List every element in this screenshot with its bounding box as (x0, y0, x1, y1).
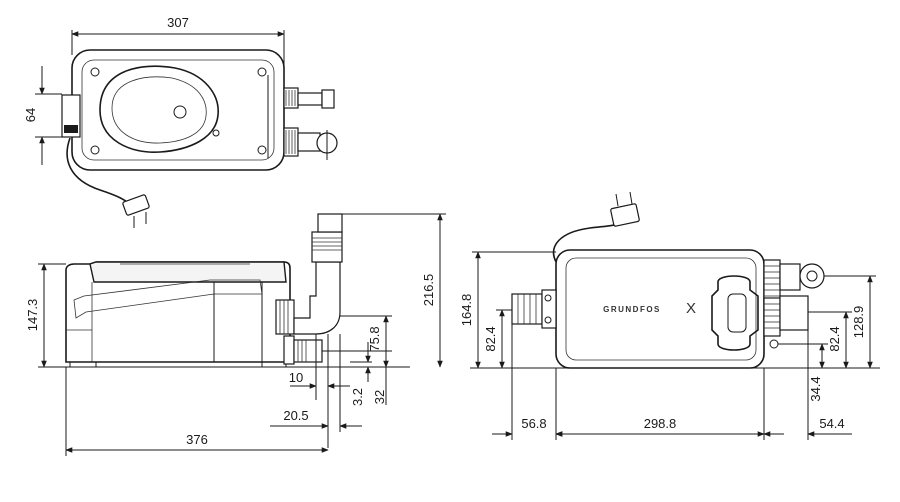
dim-front-54-4: 54.4 (819, 416, 844, 431)
front-view-outlet-fitting (779, 295, 809, 331)
dim-top-height: 64 (23, 108, 38, 122)
dim-side-20-5: 20.5 (283, 408, 308, 423)
screw-icon (90, 145, 100, 155)
front-view-inlet-port (711, 275, 759, 351)
top-view-power-cable (66, 137, 131, 206)
dim-top-width: 307 (167, 15, 189, 30)
dim-side-body-height: 147.3 (25, 299, 40, 332)
side-view-outlet-coupling (311, 231, 343, 263)
top-view-outlet-fitting (297, 92, 323, 106)
top-view-lid-cutout (99, 65, 219, 153)
dim-front-total-height: 164.8 (459, 294, 474, 327)
dim-side-outlet-height-label: 75.8 (367, 326, 382, 351)
dim-side-10: 10 (289, 370, 303, 385)
screw-icon (257, 145, 267, 155)
dim-front-valve-height: 128.9 (851, 306, 866, 339)
side-view-outlet-pipe-top (317, 213, 343, 233)
front-view-plug (610, 203, 640, 227)
side-view: 147.3 216.5 75.8 32 3.2 10 20.5 376 (25, 213, 446, 456)
dim-front-34-4: 34.4 (808, 376, 823, 401)
dim-front-left-inlet-height: 82.4 (483, 326, 498, 351)
dim-front-outlet-height: 82.4 (827, 326, 842, 351)
front-view-valve (799, 263, 825, 289)
top-view: 307 64 (23, 15, 338, 228)
side-view-outlet-elbow (293, 261, 341, 335)
side-view-lid (89, 261, 287, 283)
screw-icon (257, 67, 267, 77)
top-view-plug (122, 194, 150, 216)
dim-side-length: 376 (186, 432, 208, 447)
dim-side-32: 32 (372, 390, 387, 404)
front-view-left-fitting (511, 293, 543, 325)
screw-icon (90, 67, 100, 77)
grundfos-logo-text: GRUNDFOS (603, 305, 661, 314)
front-view: GRUNDFOS X (459, 191, 880, 440)
dim-front-56-8: 56.8 (521, 416, 546, 431)
grundfos-logo-mark: X (686, 300, 696, 317)
dim-side-3-2: 3.2 (350, 388, 365, 406)
dim-front-298-8: 298.8 (644, 416, 677, 431)
dim-side-total-height: 216.5 (421, 274, 436, 307)
